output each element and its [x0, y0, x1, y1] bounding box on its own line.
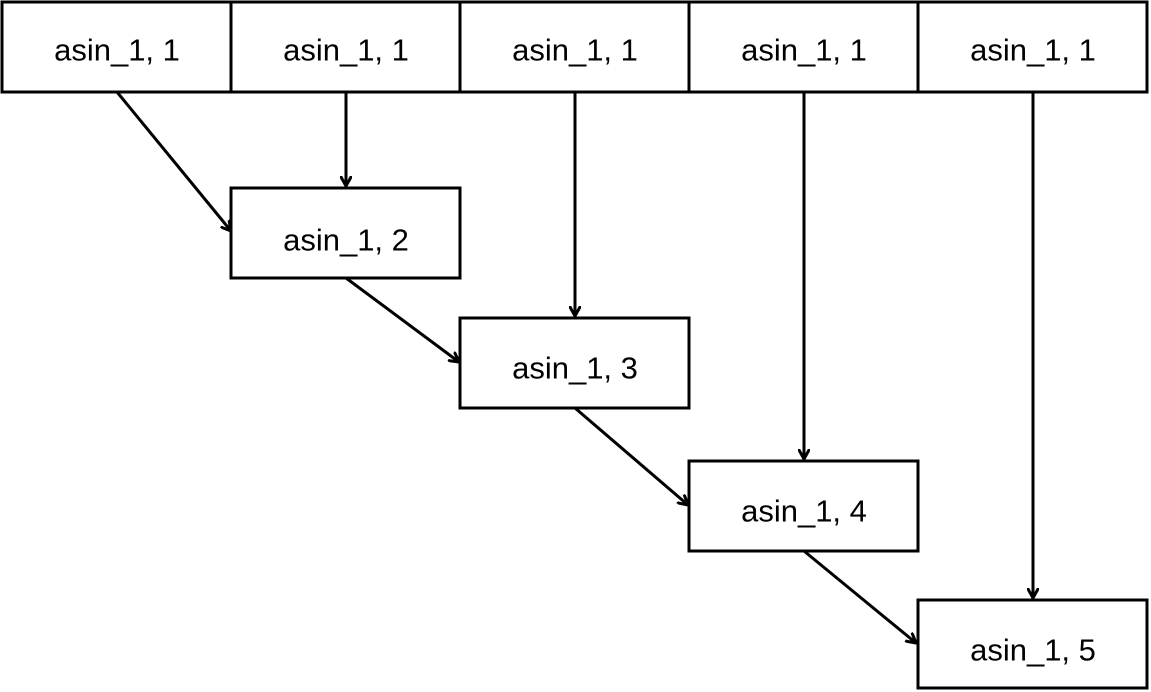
top-node-3: asin_1, 1: [458, 0, 691, 94]
edge-c4-c5: [803, 549, 916, 643]
chain-node-5-label: asin_1, 5: [970, 633, 1096, 668]
edges-layer: [115, 91, 1033, 643]
top-node-5: asin_1, 1: [916, 0, 1149, 94]
top-node-5-label: asin_1, 1: [970, 33, 1096, 68]
chain-node-2: asin_1, 2: [229, 186, 462, 280]
chain-node-4-label: asin_1, 4: [741, 494, 867, 529]
edge-c2-c3: [345, 276, 459, 362]
chain: asin_1, 2 asin_1, 3 asin_1, 4 asin_1, 5: [229, 186, 1149, 690]
top-node-4-label: asin_1, 1: [741, 33, 867, 68]
edge-c3-c4: [574, 406, 688, 505]
top-node-2-label: asin_1, 1: [283, 33, 409, 68]
top-node-1-label: asin_1, 1: [54, 33, 180, 68]
edge-t1-c2: [115, 91, 231, 231]
top-row: asin_1, 1 asin_1, 1 asin_1, 1 asin_1, 1 …: [0, 0, 1149, 94]
top-node-2: asin_1, 1: [229, 0, 462, 94]
chain-node-3: asin_1, 3: [458, 316, 691, 410]
top-node-1: asin_1, 1: [0, 0, 233, 94]
chain-node-4: asin_1, 4: [687, 459, 920, 553]
chain-node-3-label: asin_1, 3: [512, 351, 638, 386]
top-node-3-label: asin_1, 1: [512, 33, 638, 68]
chain-node-5: asin_1, 5: [916, 598, 1149, 690]
top-node-4: asin_1, 1: [687, 0, 920, 94]
chain-node-2-label: asin_1, 2: [283, 223, 409, 258]
